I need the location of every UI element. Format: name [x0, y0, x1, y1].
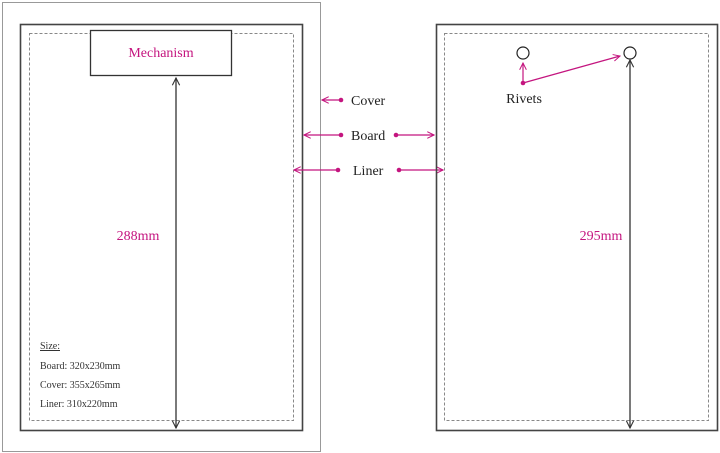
mechanism-box — [89, 29, 233, 77]
height-label-left: 288mm — [117, 229, 160, 244]
size-liner: Liner: 310x220mm — [40, 399, 118, 410]
cover-outline — [2, 2, 321, 452]
liner-dot-left — [335, 167, 341, 173]
rivets-pointer-right — [522, 56, 620, 84]
board-dot-left — [338, 132, 344, 138]
board-outline-right — [435, 23, 719, 432]
legend-liner: Liner — [353, 164, 384, 179]
board-outline-left — [19, 23, 304, 432]
size-board: Board: 320x230mm — [40, 361, 120, 372]
legend-cover: Cover — [351, 94, 386, 109]
size-heading: Size: — [40, 341, 60, 352]
rivets-label: Rivets — [506, 92, 542, 107]
size-cover: Cover: 355x265mm — [40, 380, 120, 391]
liner-outline-right — [444, 33, 709, 421]
rivet-left — [516, 46, 530, 60]
mechanism-label: Mechanism — [128, 46, 193, 61]
height-label-right: 295mm — [580, 229, 623, 244]
legend-board: Board — [351, 129, 385, 144]
rivet-right — [623, 46, 637, 60]
cover-dot — [338, 97, 344, 103]
